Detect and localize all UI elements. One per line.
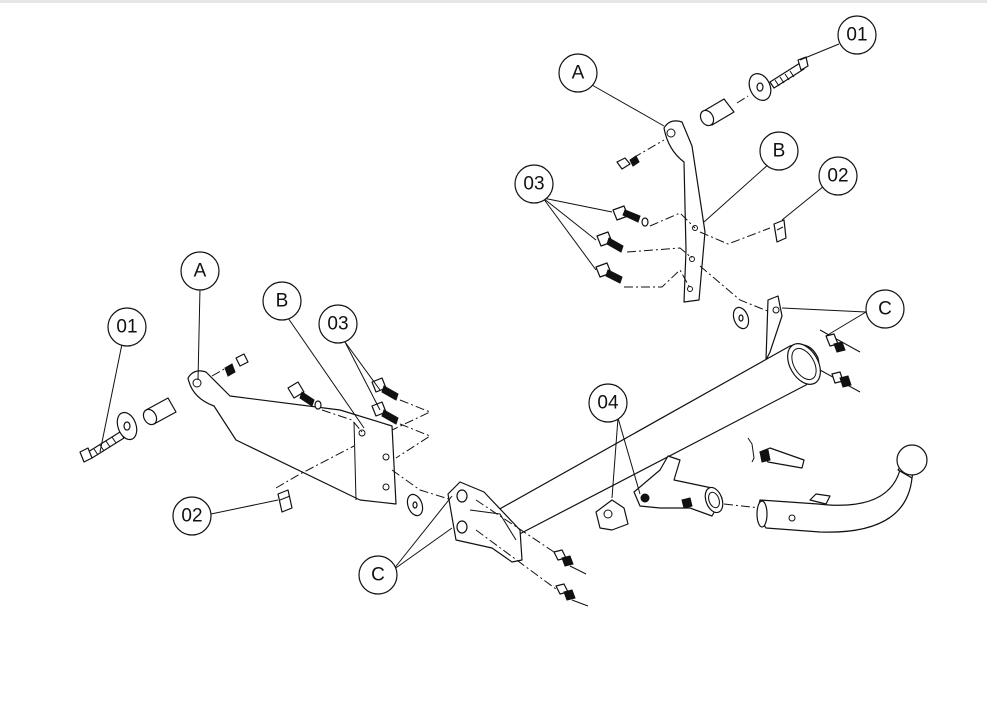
callout-04: 04 <box>588 383 628 423</box>
pin-and-clip <box>747 437 805 469</box>
callout-02-right: 02 <box>818 156 858 196</box>
right-nut-top <box>616 155 640 170</box>
left-clip-02 <box>277 489 293 513</box>
svg-text:C: C <box>878 299 892 320</box>
right-dash-b3 <box>624 269 691 289</box>
callout-b-right: B <box>759 131 799 171</box>
svg-text:03: 03 <box>523 174 544 195</box>
right-dash-02 <box>699 227 771 245</box>
left-bracket-a <box>187 370 397 505</box>
right-bolt-01 <box>769 56 809 89</box>
svg-text:04: 04 <box>597 393 619 414</box>
right-spacer <box>699 98 735 127</box>
svg-text:02: 02 <box>181 506 202 527</box>
svg-text:B: B <box>276 291 289 312</box>
left-bracket-c <box>447 481 523 563</box>
svg-text:A: A <box>572 63 585 84</box>
svg-text:A: A <box>194 261 207 282</box>
right-dash-b1 <box>649 212 696 229</box>
leader-lines <box>99 43 867 571</box>
ball-dash <box>723 503 761 509</box>
receiver-neck <box>633 455 724 517</box>
callout-03-right: 03 <box>514 164 554 204</box>
callout-a-left: A <box>180 251 220 291</box>
left-dash-b1 <box>321 409 363 433</box>
tow-ball-neck <box>756 444 928 533</box>
left-dash-a <box>211 367 227 377</box>
svg-text:01: 01 <box>846 25 867 46</box>
left-spacer <box>142 397 177 426</box>
left-dash-02 <box>275 445 355 489</box>
socket-plate <box>595 499 629 531</box>
top-border <box>0 0 987 3</box>
right-washer-c <box>732 306 750 330</box>
callout-01-left: 01 <box>107 307 147 347</box>
right-dash-01 <box>736 95 749 104</box>
callout-c-left: C <box>358 555 398 595</box>
callout-02-left: 02 <box>172 496 212 536</box>
svg-text:01: 01 <box>116 317 137 338</box>
left-bolts-03 <box>287 377 399 425</box>
svg-text:02: 02 <box>827 166 848 187</box>
left-dash-b2 <box>391 399 432 431</box>
cross-tube <box>479 295 821 541</box>
right-nuts-c <box>819 329 861 393</box>
right-clip-02 <box>773 219 787 243</box>
left-bolt-01 <box>79 431 125 463</box>
right-bracket-a <box>663 120 706 303</box>
callout-01-right: 01 <box>837 15 877 55</box>
left-nuts-c <box>475 499 589 607</box>
callout-c-right: C <box>865 289 905 329</box>
left-washer-c <box>406 493 424 517</box>
right-washer <box>748 73 772 101</box>
svg-text:B: B <box>773 141 786 162</box>
left-dash-b3 <box>395 423 432 459</box>
svg-text:03: 03 <box>327 314 348 335</box>
right-dash-b2 <box>626 247 693 259</box>
left-dash-c <box>391 469 453 501</box>
callout-b-left: B <box>262 281 302 321</box>
callout-03-left: 03 <box>318 304 358 344</box>
callout-a-right: A <box>558 53 598 93</box>
svg-text:C: C <box>371 565 385 586</box>
right-dash-c <box>699 265 771 313</box>
left-nut-top <box>224 353 249 377</box>
left-washer <box>116 411 138 441</box>
right-bolts-03 <box>595 205 649 284</box>
right-dash-a <box>632 139 665 159</box>
